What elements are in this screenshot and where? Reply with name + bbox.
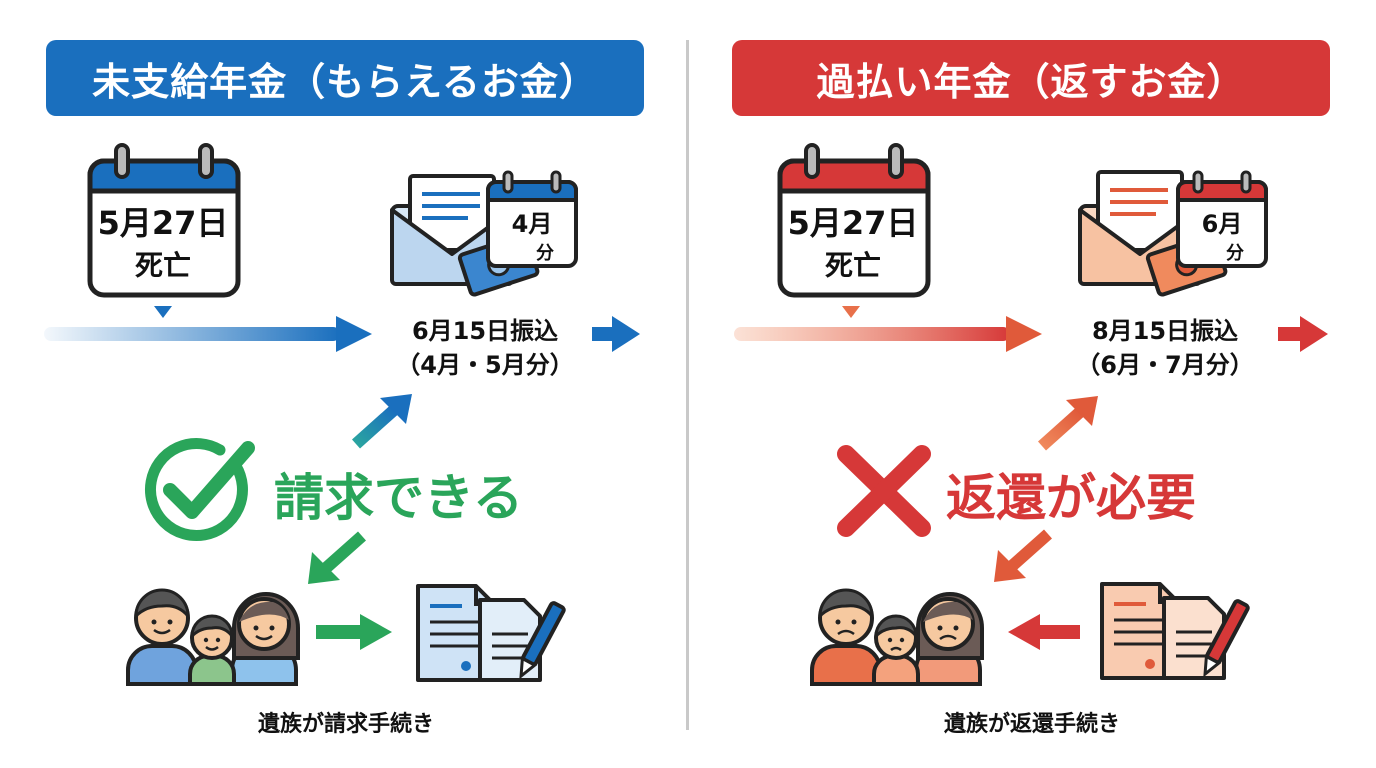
calendar-icon [777,143,931,298]
right-arrow-icon [592,316,640,352]
up-diagonal-arrow-icon [351,394,412,449]
right-calendar-text: 5月27日 死亡 [778,198,928,284]
right-status-label: 返還が必要 [946,469,1196,527]
family-to-document-arrow-icon [316,614,392,650]
marker-triangle-icon [842,306,860,318]
timeline-arrow-icon [44,316,372,352]
left-calendar-text: 5月27日 死亡 [88,198,238,284]
left-payment-date: 6月15日振込 [411,317,559,345]
family-icon [126,588,300,686]
right-payment-date: 8月15日振込 [1091,317,1239,345]
left-mini-month: 4月 [511,210,553,238]
calendar-icon [87,143,241,298]
right-title-banner: 過払い年金（返すお金） [732,40,1330,116]
panel-divider [686,40,689,730]
right-mini-calendar-text: 6月 分 [1180,204,1264,265]
left-status-label: 請求できる [274,469,523,527]
document-to-family-arrow-icon [1008,614,1080,650]
left-payment-months: （4月・5月分） [396,351,574,379]
cross-icon [837,445,931,537]
right-title: 過払い年金（返すお金） [816,59,1246,104]
left-death-date: 5月27日 [97,204,229,242]
timeline-arrow-icon [734,316,1042,352]
right-payment: 8月15日振込 （6月・7月分） [1050,314,1280,382]
right-mini-month: 6月 [1201,210,1243,238]
left-payment: 6月15日振込 （4月・5月分） [370,314,600,382]
left-mini-suffix: 分 [536,243,554,264]
envelope-money-icon [390,174,540,297]
up-diagonal-arrow-icon [1037,396,1098,451]
right-mini-suffix: 分 [1226,243,1244,264]
left-mini-calendar-text: 4月 分 [490,204,574,265]
right-payment-months: （6月・7月分） [1076,351,1254,379]
right-death-label: 死亡 [824,249,881,282]
documents-pen-icon [416,584,566,682]
left-caption: 遺族が請求手続き [257,712,434,737]
right-caption: 遺族が返還手続き [943,712,1120,737]
right-death-date: 5月27日 [787,204,919,242]
documents-pen-icon [1100,582,1250,680]
check-circle-icon [145,438,255,541]
down-left-arrow-icon [994,529,1052,582]
marker-triangle-icon [154,306,172,318]
left-death-label: 死亡 [134,249,191,282]
down-left-arrow-icon [308,531,366,584]
right-arrow-icon [1278,316,1328,352]
left-title: 未支給年金（もらえるお金） [92,59,598,104]
left-title-banner: 未支給年金（もらえるお金） [46,40,644,116]
mini-calendar-icon [486,170,578,268]
family-icon [810,588,984,686]
mini-calendar-icon [1176,170,1268,268]
